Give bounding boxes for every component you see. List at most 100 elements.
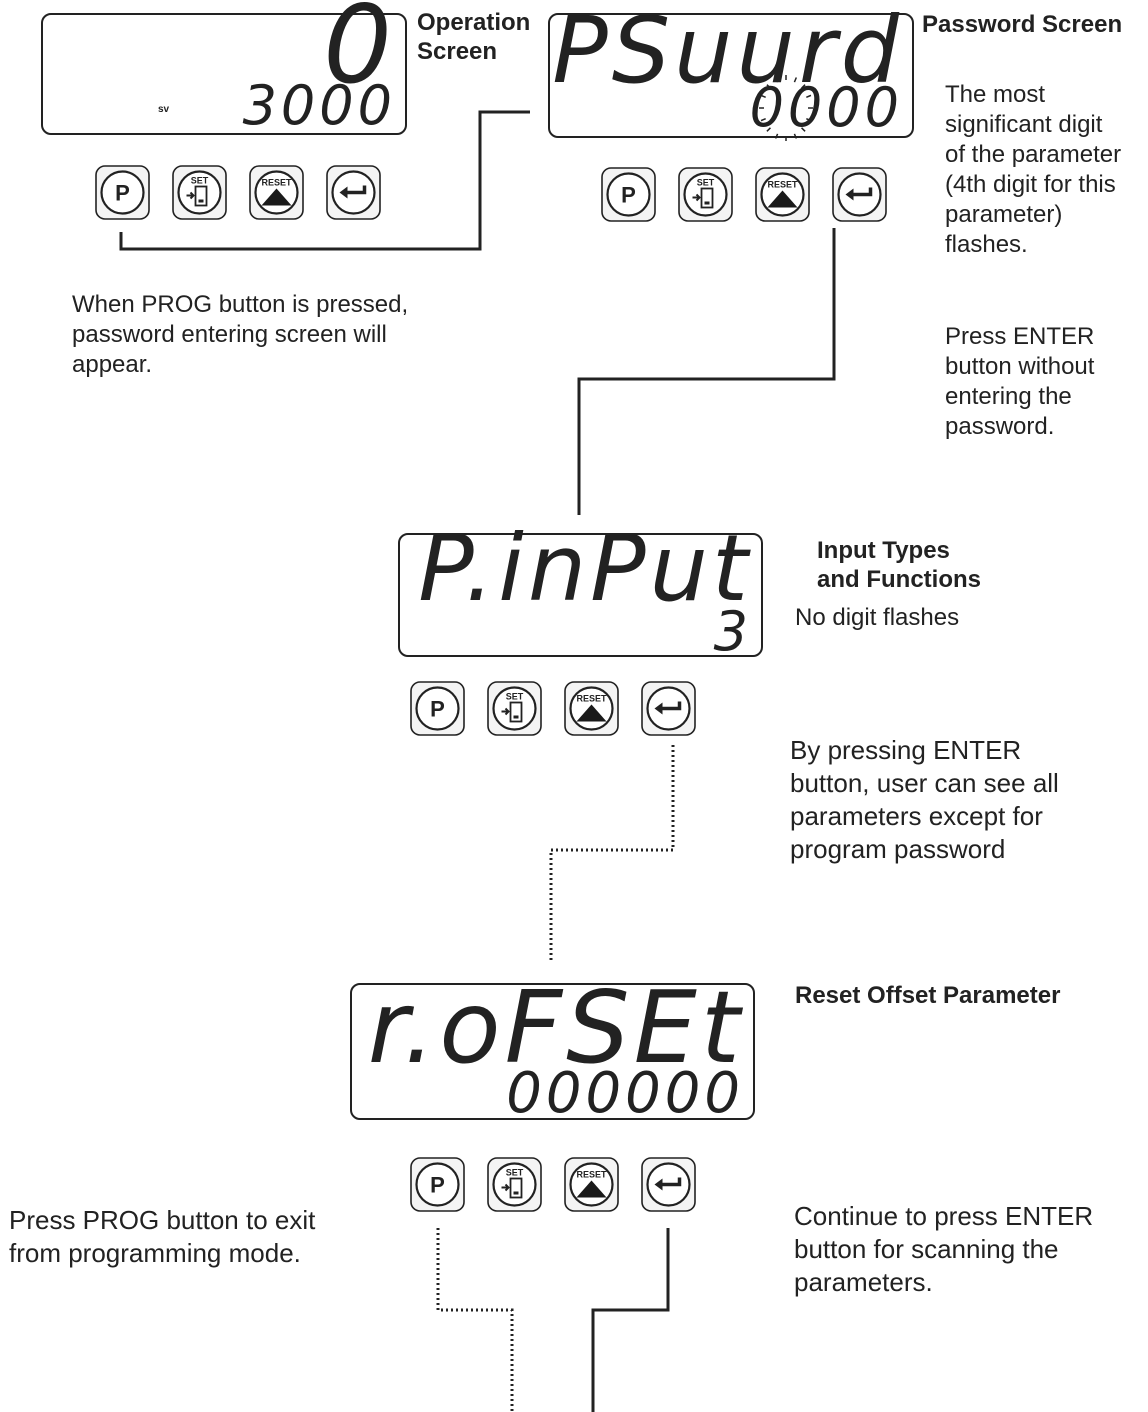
connector-dotted-input-to-reset xyxy=(549,745,675,960)
set-door-mark xyxy=(513,1191,519,1195)
set-door-mark xyxy=(704,201,710,205)
prog-button-label: P xyxy=(430,697,445,722)
lcd-top-value: PSuurd xyxy=(552,0,903,104)
prog-button-ring xyxy=(415,686,460,731)
operation-screen-title: Operation Screen xyxy=(417,9,531,65)
enter-arrow-icon xyxy=(654,1177,682,1191)
enter-arrow-shaft xyxy=(849,187,873,197)
set-button[interactable]: SET xyxy=(678,167,733,222)
enter-button[interactable] xyxy=(832,167,887,222)
prog-button[interactable]: P xyxy=(410,1157,465,1212)
lcd-top-value: r.oFSEt xyxy=(368,969,744,1086)
reset-button[interactable]: RESET xyxy=(564,1157,619,1212)
enter-arrow-shaft xyxy=(343,185,367,195)
reset-button-label: RESET xyxy=(576,1170,607,1180)
set-button[interactable]: SET xyxy=(487,1157,542,1212)
reset-up-triangle-icon: RESET xyxy=(767,180,798,208)
lcd-bottom-value: 3000 xyxy=(243,74,396,137)
enter-arrow-head xyxy=(654,1178,663,1191)
reset-up-triangle-icon: RESET xyxy=(576,694,607,722)
reset-offset-title: Reset Offset Parameter xyxy=(795,982,1061,1009)
set-door-icon: SET xyxy=(501,692,524,723)
enter-arrow-head xyxy=(845,188,854,201)
set-door-icon: SET xyxy=(501,1168,524,1199)
flash-ray xyxy=(760,118,766,122)
reset-triangle-shape xyxy=(576,704,607,722)
password-screen-title: Password Screen xyxy=(922,11,1123,38)
reset-button[interactable]: RESET xyxy=(755,167,810,222)
lcd-bottom-value: 3 xyxy=(714,600,752,663)
flashing-digit-indicator xyxy=(759,75,813,141)
prog-button-ring xyxy=(415,1162,460,1207)
prog-button-ring xyxy=(100,170,145,215)
reset-up-triangle-icon: RESET xyxy=(576,1170,607,1198)
set-door-mark xyxy=(198,199,204,203)
enter-arrow-head xyxy=(654,702,663,715)
prog-button-label: P xyxy=(115,181,130,206)
set-door-icon: SET xyxy=(692,178,715,209)
enter-arrow-head xyxy=(339,186,348,199)
enter-arrow-icon xyxy=(654,701,682,715)
reset-triangle-shape xyxy=(767,190,798,208)
flash-ray xyxy=(793,77,798,83)
reset-button[interactable]: RESET xyxy=(249,165,304,220)
continue-enter-note: Continue to press ENTER button for scann… xyxy=(794,1201,1094,1297)
prog-button-label: P xyxy=(621,183,636,208)
reset-triangle-shape xyxy=(576,1180,607,1198)
prog-pressed-note: When PROG button is pressed, password en… xyxy=(72,291,409,378)
p-icon: P xyxy=(430,1173,445,1198)
reset-button-label: RESET xyxy=(576,694,607,704)
set-door-shape xyxy=(509,1177,523,1199)
dotted-connectors xyxy=(436,745,675,1412)
connector-enter-to-next xyxy=(591,1228,670,1412)
flash-ray xyxy=(801,84,806,89)
set-button-label: SET xyxy=(506,692,524,702)
enter-button[interactable] xyxy=(641,1157,696,1212)
flash-ray xyxy=(766,127,771,132)
prog-button[interactable]: P xyxy=(601,167,656,222)
enter-arrow-shaft xyxy=(658,701,682,711)
set-button[interactable]: SET xyxy=(172,165,227,220)
lcd-display-input xyxy=(398,533,763,657)
input-types-title: Input Types and Functions xyxy=(817,537,981,593)
reset-up-triangle-icon: RESET xyxy=(261,178,292,206)
flash-ray xyxy=(806,118,812,122)
set-button[interactable]: SET xyxy=(487,681,542,736)
p-icon: P xyxy=(115,181,130,206)
set-arrow-shape xyxy=(501,1183,510,1192)
connector-prog-to-password xyxy=(119,110,530,251)
flash-ray xyxy=(793,133,798,139)
prog-button[interactable]: P xyxy=(410,681,465,736)
set-button-label: SET xyxy=(697,178,715,188)
enter-button[interactable] xyxy=(326,165,381,220)
set-arrow-shape xyxy=(501,707,510,716)
reset-triangle-shape xyxy=(261,188,292,206)
flash-ray xyxy=(801,127,806,132)
exit-programming-note: Press PROG button to exit from programmi… xyxy=(9,1205,316,1268)
lcd-display-operation xyxy=(41,13,407,135)
enter-arrow-shaft xyxy=(658,1177,682,1187)
set-door-icon: SET xyxy=(186,176,209,207)
set-arrow-shape xyxy=(186,191,195,200)
lcd-bottom-value: 000000 xyxy=(506,1061,744,1126)
enter-button[interactable] xyxy=(641,681,696,736)
sv-label: sv xyxy=(158,104,170,115)
password-flash-note: The most significant digit of the parame… xyxy=(945,81,1122,258)
flash-ray xyxy=(766,84,771,89)
prog-button[interactable]: P xyxy=(95,165,150,220)
reset-button-label: RESET xyxy=(767,180,798,190)
set-door-shape xyxy=(509,701,523,723)
reset-button-label: RESET xyxy=(261,178,292,188)
set-button-label: SET xyxy=(506,1168,524,1178)
flash-ray xyxy=(806,94,812,98)
p-icon: P xyxy=(430,697,445,722)
by-pressing-enter-note: By pressing ENTER button, user can see a… xyxy=(790,735,1059,864)
flash-ray xyxy=(774,133,779,139)
reset-button[interactable]: RESET xyxy=(564,681,619,736)
lcd-top-value: 0 xyxy=(323,0,396,108)
